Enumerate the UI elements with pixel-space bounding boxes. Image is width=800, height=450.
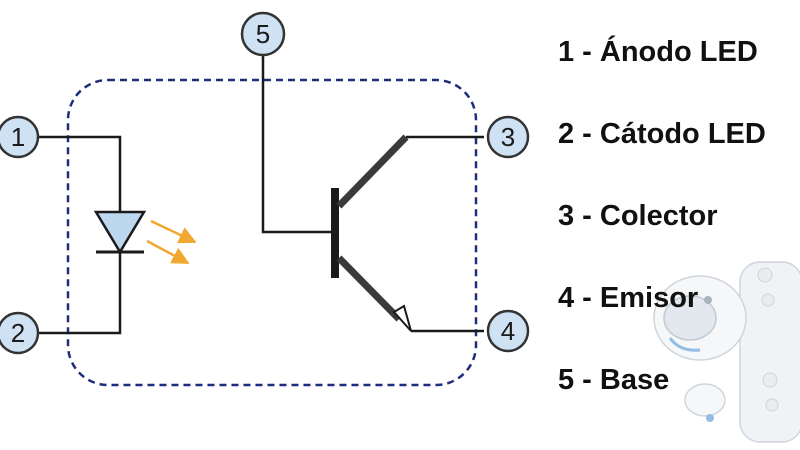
pin-1: 1	[0, 115, 40, 159]
pin-legend: 1 - Ánodo LED 2 - Cátodo LED 3 - Colecto…	[558, 30, 766, 440]
legend-item-1: 1 - Ánodo LED	[558, 36, 758, 68]
legend-item-3: 3 - Colector	[558, 200, 718, 232]
package-outline	[66, 78, 478, 387]
pin-3-label: 3	[501, 122, 515, 152]
legend-item-5: 5 - Base	[558, 364, 670, 396]
pin-4-label: 4	[501, 316, 515, 346]
pin-3: 3	[486, 115, 530, 159]
legend-item-4: 4 - Emisor	[558, 282, 699, 314]
legend-item-2: 2 - Cátodo LED	[558, 118, 766, 150]
npn-phototransistor-icon	[261, 56, 484, 333]
pin-5: 5	[240, 11, 286, 57]
pin-2-label: 2	[11, 318, 25, 348]
led-circuit	[38, 135, 122, 335]
robot-mascot-icon	[653, 261, 800, 443]
pin-5-label: 5	[256, 19, 270, 49]
led-diode-icon	[93, 210, 147, 255]
pin-1-label: 1	[11, 122, 25, 152]
light-emission-icon	[146, 219, 197, 265]
pin-4: 4	[486, 309, 530, 353]
pin-2: 2	[0, 311, 40, 355]
